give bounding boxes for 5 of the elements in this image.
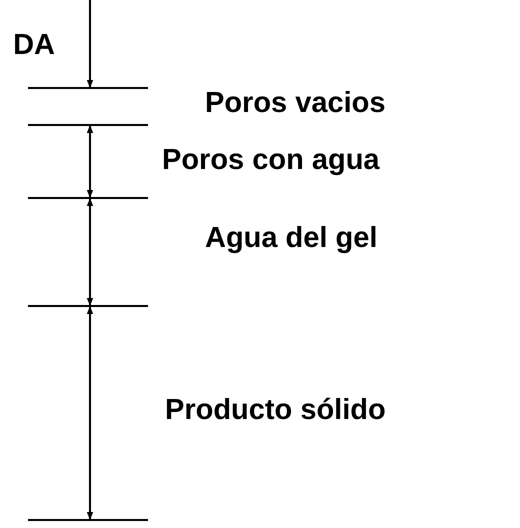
layer-label: Poros vacios: [205, 86, 386, 120]
layer-label: Poros con agua: [162, 143, 380, 177]
heading-text: DA: [13, 28, 55, 62]
layer-label: Producto sólido: [165, 393, 386, 427]
layer-label: Agua del gel: [205, 221, 378, 255]
